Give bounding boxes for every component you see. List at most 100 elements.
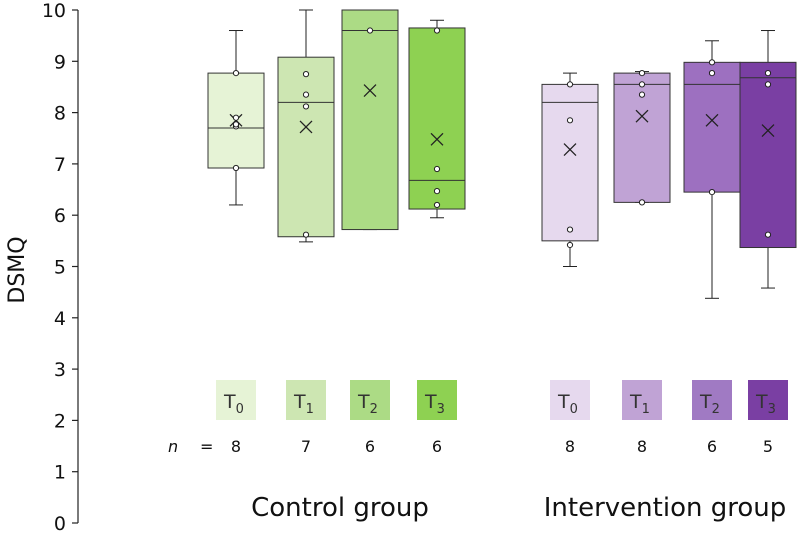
legend-subscript: 3: [437, 402, 445, 417]
data-point: [708, 189, 716, 196]
n-equals-label: =: [200, 437, 213, 456]
y-tick-label: 7: [54, 154, 66, 176]
mean-marker: [299, 120, 313, 134]
box-0-2: [341, 9, 399, 231]
data-point: [638, 81, 646, 88]
box-1-0: [541, 72, 599, 267]
box-1-1: [613, 69, 671, 206]
legend-item-1-0: T0: [550, 380, 590, 420]
n-count: 8: [565, 437, 575, 456]
data-point: [302, 91, 310, 98]
box-1-3: [739, 30, 797, 289]
y-tick-label: 5: [54, 257, 66, 279]
y-tick-label: 0: [54, 513, 66, 535]
n-count: 5: [763, 437, 773, 456]
legend-label: T2: [699, 391, 720, 417]
data-point: [433, 27, 441, 34]
legend-label: T1: [293, 391, 314, 417]
y-tick-label: 1: [54, 462, 66, 484]
n-prefix-label: n: [168, 437, 178, 456]
iqr-box: [739, 61, 797, 249]
legend-swatch: [748, 380, 788, 420]
legend-time: T: [223, 391, 236, 413]
box-1-2: [683, 40, 741, 299]
legend-time: T: [357, 391, 370, 413]
legend-subscript: 1: [306, 402, 314, 417]
n-count: 7: [301, 437, 311, 456]
legend-subscript: 3: [768, 402, 776, 417]
data-point: [764, 69, 772, 77]
data-point: [232, 164, 240, 172]
legend-swatch: [350, 380, 390, 420]
legend-item-1-1: T1: [622, 380, 662, 420]
iqr-box: [341, 9, 399, 231]
legend-time: T: [755, 391, 768, 413]
mean-marker: [705, 113, 719, 127]
group-label-control: Control group: [251, 493, 429, 523]
data-point: [764, 81, 772, 88]
legend-swatch: [417, 380, 457, 420]
box-0-1: [277, 9, 335, 243]
legend-item-0-1: T1: [286, 380, 326, 420]
legend-time: T: [629, 391, 642, 413]
legend-swatch: [692, 380, 732, 420]
legend-label: T3: [755, 391, 776, 417]
data-point: [302, 71, 310, 78]
data-point: [566, 117, 574, 124]
legend-subscript: 2: [712, 402, 720, 417]
legend-time: T: [699, 391, 712, 413]
plot-area: [207, 9, 797, 299]
data-point: [638, 69, 646, 77]
data-point: [433, 187, 441, 195]
legend-item-0-0: T0: [216, 380, 256, 420]
legend-subscript: 0: [236, 402, 244, 417]
y-tick-label: 10: [42, 0, 66, 22]
iqr-box: [541, 83, 599, 242]
legend-swatch: [216, 380, 256, 420]
data-point: [302, 231, 310, 238]
legend-label: T0: [557, 391, 578, 417]
legend-label: T3: [424, 391, 445, 417]
data-point: [232, 121, 240, 128]
n-count: 6: [432, 437, 442, 456]
mean-marker: [761, 124, 775, 138]
data-point: [708, 59, 716, 66]
data-point: [566, 241, 574, 249]
legend-item-0-3: T3: [417, 380, 457, 420]
n-count: 6: [365, 437, 375, 456]
iqr-box: [277, 56, 335, 238]
data-point: [708, 69, 716, 77]
n-count: 8: [637, 437, 647, 456]
box-0-0: [207, 30, 265, 206]
legend-time: T: [424, 391, 437, 413]
legend-subscript: 1: [642, 402, 650, 417]
n-count: 8: [231, 437, 241, 456]
box-0-3: [408, 19, 466, 219]
group-label-intervention: Intervention group: [544, 493, 786, 523]
mean-marker: [563, 143, 577, 156]
y-tick-label: 9: [54, 51, 66, 73]
data-point: [764, 231, 772, 238]
legend-time: T: [557, 391, 570, 413]
data-point: [638, 91, 646, 98]
legend-swatch: [550, 380, 590, 420]
y-tick-label: 6: [54, 205, 66, 227]
data-point: [566, 226, 574, 233]
mean-marker: [635, 109, 649, 123]
legend-label: T1: [629, 391, 650, 417]
data-point: [232, 114, 240, 121]
y-tick-label: 3: [54, 359, 66, 381]
data-point: [366, 27, 374, 34]
legend-subscript: 2: [370, 402, 378, 417]
y-tick-label: 2: [54, 410, 66, 432]
legend-item-1-2: T2: [692, 380, 732, 420]
data-point: [433, 165, 441, 173]
n-count: 6: [707, 437, 717, 456]
data-point: [433, 201, 441, 209]
iqr-box: [408, 27, 466, 210]
y-tick-label: 8: [54, 103, 66, 125]
legend-item-1-3: T3: [748, 380, 788, 420]
